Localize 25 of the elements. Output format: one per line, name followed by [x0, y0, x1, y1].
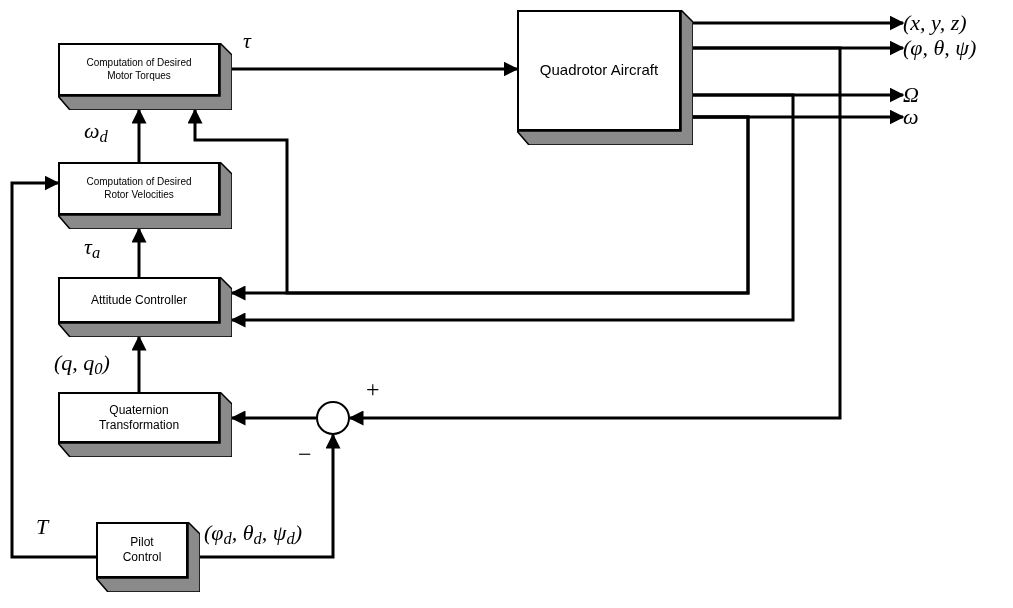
process-box — [517, 10, 693, 145]
arrow — [200, 433, 341, 559]
process-box — [58, 43, 232, 110]
process-box — [96, 522, 200, 592]
sign-label: + — [366, 377, 380, 401]
box-label: Pilot Control — [121, 535, 163, 565]
output-label: Ω — [903, 84, 919, 106]
arrow — [10, 175, 96, 559]
output-label: ω — [903, 106, 919, 128]
process-box — [58, 277, 232, 337]
arrow — [693, 15, 905, 31]
edge-label: (φ$_{d}$, θ$_{d}$, ψ$_{d}$) — [204, 522, 303, 544]
arrow — [232, 61, 519, 77]
box-label: Quadrotor Aircraft — [539, 61, 659, 80]
output-label: (x, y, z) — [903, 12, 967, 34]
process-box — [58, 392, 232, 457]
sign-label: − — [298, 442, 312, 466]
process-box — [58, 162, 232, 229]
edge-label: (q, q$_{0}$) — [54, 352, 110, 374]
output-label: (φ, θ, ψ) — [903, 37, 977, 59]
box-label: Computation of Desired Rotor Velocities — [85, 176, 193, 201]
summing-junction — [316, 401, 350, 435]
box-label: Computation of Desired Motor Torques — [85, 57, 193, 82]
box-label: Attitude Controller — [90, 292, 187, 308]
box-label: Quaternion Transformation — [97, 402, 181, 433]
